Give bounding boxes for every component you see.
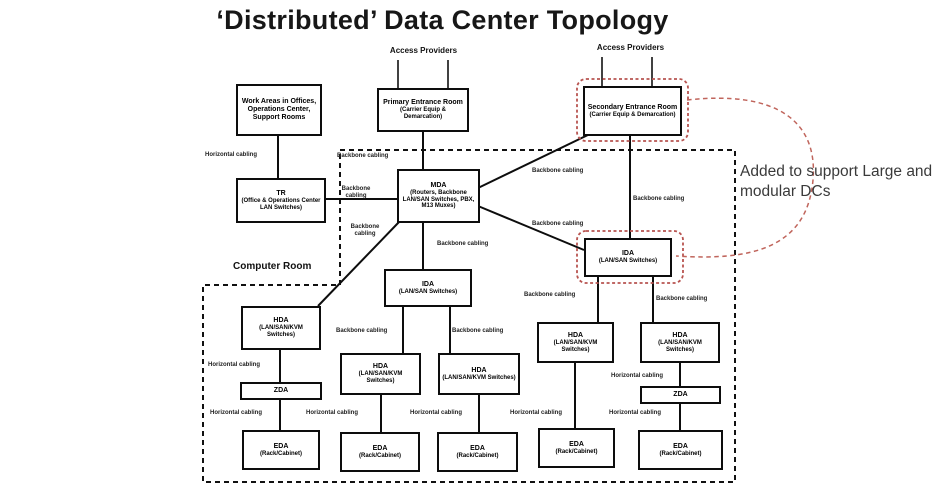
- cabling-label-backbone: Backbone cabling: [350, 224, 380, 237]
- node-subtitle: (LAN/SAN Switches): [598, 258, 658, 265]
- node-eda-3: EDA (Rack/Cabinet): [437, 432, 518, 472]
- access-provider-stubs: [397, 57, 653, 88]
- node-title: HDA: [672, 331, 688, 339]
- node-hda-mid-1: HDA (LAN/SAN/KVM Switches): [340, 353, 421, 395]
- node-subtitle: (LAN/SAN/KVM Switches): [442, 374, 516, 381]
- node-eda-1: EDA (Rack/Cabinet): [242, 430, 320, 470]
- node-subtitle: (LAN/SAN Switches): [398, 288, 458, 295]
- node-title: EDA: [372, 444, 388, 452]
- node-mda: MDA (Routers, Backbone LAN/SAN Switches,…: [397, 169, 480, 223]
- node-title: Work Areas in Offices, Operations Center…: [241, 97, 317, 122]
- node-hda-left: HDA (LAN/SAN/KVM Switches): [241, 306, 321, 350]
- node-primary-entrance-room: Primary Entrance Room (Carrier Equip & D…: [377, 88, 469, 132]
- node-subtitle: (Routers, Backbone LAN/SAN Switches, PBX…: [402, 189, 475, 210]
- node-zda-right: ZDA: [640, 386, 721, 404]
- access-providers-label-right: Access Providers: [596, 43, 665, 52]
- node-hda-right-2: HDA (LAN/SAN/KVM Switches): [640, 322, 720, 363]
- cabling-label-backbone: Backbone cabling: [524, 292, 576, 298]
- cabling-label-backbone: Backbone cabling: [532, 168, 584, 174]
- node-title: Primary Entrance Room: [383, 99, 463, 107]
- node-zda-left: ZDA: [240, 382, 322, 400]
- cabling-label-horizontal: Horizontal cabling: [510, 410, 563, 416]
- node-title: IDA: [621, 250, 635, 258]
- cabling-label-backbone: Backbone cabling: [532, 221, 584, 227]
- node-subtitle: (Carrier Equip & Demarcation): [589, 111, 676, 118]
- highlight-ida-right: [576, 230, 684, 284]
- node-subtitle: (Rack/Cabinet): [358, 452, 401, 459]
- node-title: Secondary Entrance Room: [587, 103, 678, 111]
- node-subtitle: (LAN/SAN/KVM Switches): [658, 339, 702, 353]
- cabling-label-backbone: Backbone cabling: [336, 328, 388, 334]
- node-subtitle: (LAN/SAN/KVM Switches): [259, 325, 303, 339]
- node-title: ZDA: [273, 386, 289, 394]
- cabling-label-horizontal: Horizontal cabling: [205, 152, 258, 158]
- node-eda-5: EDA (Rack/Cabinet): [638, 430, 723, 470]
- node-title: HDA: [273, 317, 289, 325]
- cabling-label-horizontal: Horizontal cabling: [306, 410, 359, 416]
- cabling-label-backbone: Backbone cabling: [341, 186, 371, 199]
- node-title: EDA: [470, 444, 485, 452]
- cabling-label-horizontal: Horizontal cabling: [208, 362, 261, 368]
- node-subtitle: (Rack/Cabinet): [456, 452, 499, 459]
- cabling-label-backbone: Backbone cabling: [437, 241, 489, 247]
- annotation-callout-curve: [675, 97, 815, 258]
- cabling-label-backbone: Backbone cabling: [633, 196, 685, 202]
- cabling-label-backbone: Backbone cabling: [337, 153, 389, 159]
- node-title: MDA: [430, 181, 447, 189]
- node-title: TR: [276, 189, 286, 197]
- node-hda-right-1: HDA (LAN/SAN/KVM Switches): [537, 322, 614, 363]
- node-title: EDA: [673, 442, 688, 450]
- node-title: IDA: [421, 280, 435, 288]
- node-subtitle: (Office & Operations Center LAN Switches…: [241, 197, 321, 211]
- cabling-label-horizontal: Horizontal cabling: [210, 410, 263, 416]
- node-subtitle: (LAN/SAN/KVM Switches): [553, 339, 598, 353]
- node-ida-right: IDA (LAN/SAN Switches): [584, 238, 672, 277]
- node-hda-mid-2: HDA (LAN/SAN/KVM Switches): [438, 353, 520, 395]
- node-subtitle: (Rack/Cabinet): [555, 448, 598, 455]
- annotation-text: Added to support Large and modular DCs: [740, 163, 933, 201]
- node-work-areas: Work Areas in Offices, Operations Center…: [236, 84, 322, 136]
- node-title: HDA: [567, 331, 584, 339]
- node-ida-center: IDA (LAN/SAN Switches): [384, 269, 472, 307]
- cabling-label-backbone: Backbone cabling: [656, 296, 708, 302]
- node-title: HDA: [471, 366, 487, 374]
- access-providers-label-left: Access Providers: [389, 46, 458, 55]
- node-subtitle: (Carrier Equip & Demarcation): [399, 107, 446, 121]
- cabling-label-horizontal: Horizontal cabling: [410, 410, 463, 416]
- node-subtitle: (Rack/Cabinet): [659, 450, 702, 457]
- computer-room-label: Computer Room: [233, 261, 312, 272]
- cabling-label-horizontal: Horizontal cabling: [609, 410, 662, 416]
- node-subtitle: (LAN/SAN/KVM Switches): [358, 371, 403, 385]
- cabling-label-backbone: Backbone cabling: [452, 328, 504, 334]
- node-eda-2: EDA (Rack/Cabinet): [340, 432, 420, 472]
- node-secondary-entrance-room: Secondary Entrance Room (Carrier Equip &…: [583, 86, 682, 136]
- node-title: ZDA: [673, 390, 688, 398]
- node-title: EDA: [273, 442, 289, 450]
- diagram-title: ‘Distributed’ Data Center Topology: [216, 5, 669, 35]
- computer-room-boundary: [202, 149, 736, 483]
- node-title: HDA: [372, 363, 389, 371]
- node-title: EDA: [569, 440, 584, 448]
- node-tr: TR (Office & Operations Center LAN Switc…: [236, 178, 326, 223]
- node-eda-4: EDA (Rack/Cabinet): [538, 428, 615, 468]
- node-subtitle: (Rack/Cabinet): [259, 450, 302, 457]
- cabling-label-horizontal: Horizontal cabling: [611, 373, 664, 379]
- highlight-secondary-entrance: [576, 78, 689, 142]
